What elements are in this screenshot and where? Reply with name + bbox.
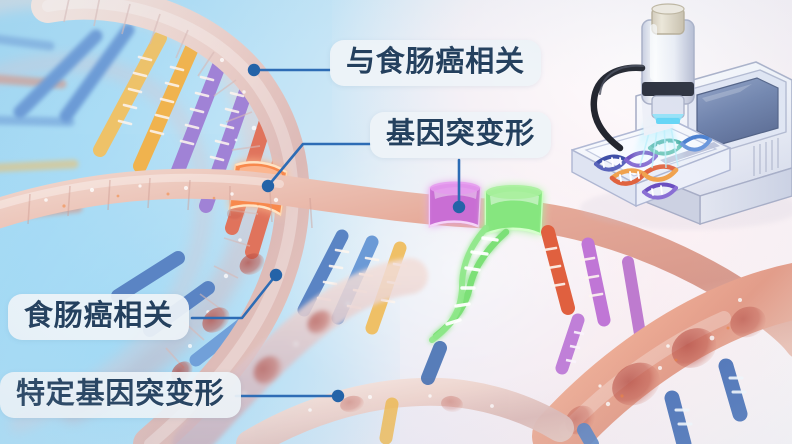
callout-label-0[interactable]: 与食肠癌相关 <box>330 40 541 87</box>
leader-dot-2 <box>269 268 283 282</box>
mini-helix-green <box>429 225 510 343</box>
callout-label-3[interactable]: 特定基因突变形 <box>0 372 241 419</box>
dna-sequencer-device <box>571 3 792 230</box>
callout-text-0: 与食肠癌相关 <box>346 47 525 78</box>
callout-label-2[interactable]: 食肠癌相关 <box>8 294 190 341</box>
callout-label-1[interactable]: 基因突变形 <box>370 112 552 159</box>
leader-line-2 <box>190 273 278 320</box>
leader-dot-1 <box>261 179 275 193</box>
dna-backbone-bottom <box>236 341 574 444</box>
dna-band-green-mutation <box>484 185 544 237</box>
callout-leader-lines <box>190 63 466 403</box>
callout-text-1: 基因突变形 <box>386 119 535 150</box>
leader-line-1 <box>266 142 372 188</box>
dna-backbone-foreground-coral <box>532 263 792 444</box>
dna-rung-purple-right <box>555 313 585 375</box>
device-vents <box>753 138 779 176</box>
leader-dot-4 <box>452 200 466 214</box>
dna-rungs-foreground <box>577 358 748 444</box>
callout-text-2: 食肠癌相关 <box>24 301 173 332</box>
leader-dot-3 <box>331 389 345 403</box>
leader-dot-0 <box>247 63 261 77</box>
callout-text-3: 特定基因突变形 <box>16 379 225 410</box>
